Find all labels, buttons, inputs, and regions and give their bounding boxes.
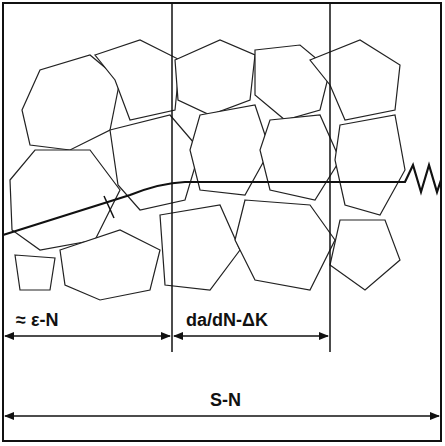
- range-label: da/dN-ΔK: [184, 310, 270, 330]
- dimension-line: [5, 335, 170, 336]
- crack-growth-curve: [3, 165, 441, 235]
- region-divider: [171, 3, 173, 352]
- frame: [3, 3, 441, 441]
- range-label: S-N: [208, 390, 243, 410]
- dimension-line: [174, 335, 328, 336]
- dimension-line: [5, 415, 439, 416]
- tick-mark: [104, 196, 114, 218]
- grain-structure: [10, 40, 405, 300]
- region-divider: [329, 3, 331, 352]
- range-label: ≈ ε-N: [14, 310, 60, 330]
